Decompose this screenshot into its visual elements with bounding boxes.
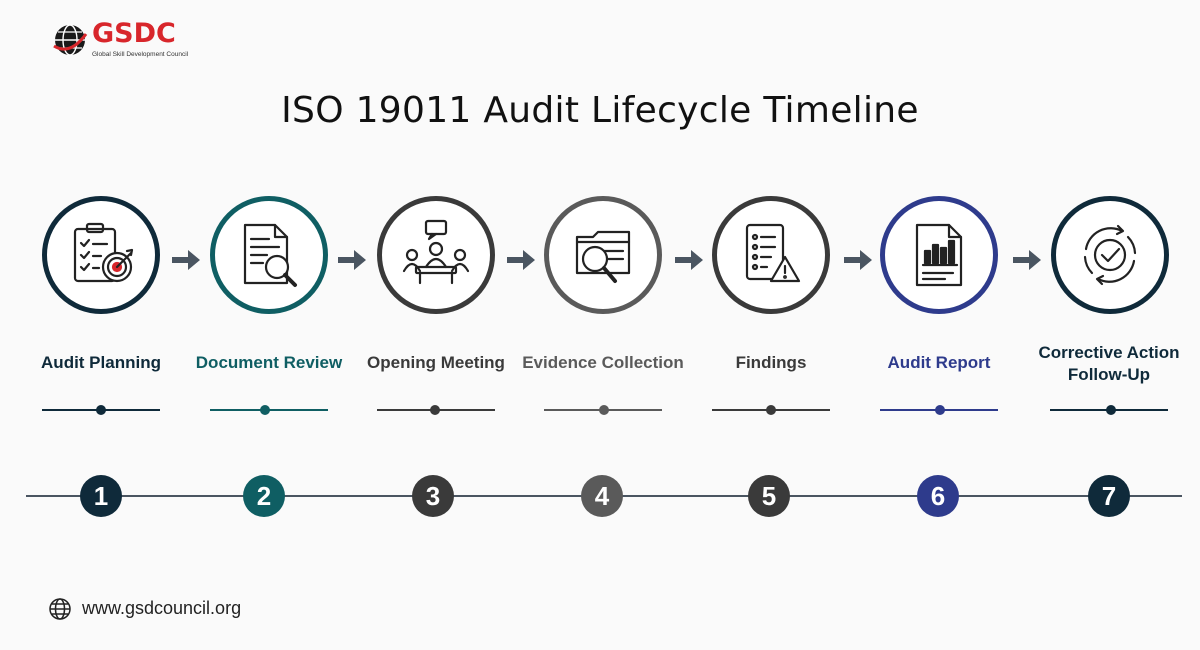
step-number: 7 (1088, 475, 1130, 517)
step-circle (544, 196, 662, 314)
step-number: 4 (581, 475, 623, 517)
brand-logo: GSDC Global Skill Development Council (52, 18, 192, 62)
website-link[interactable]: www.gsdcouncil.org (82, 598, 242, 618)
step-audit-report: Audit Report 6 (854, 0, 1024, 650)
globe-icon (53, 24, 88, 56)
document-magnifier-icon (243, 223, 297, 287)
step-evidence-collection: Evidence Collection 4 (518, 0, 688, 650)
report-chart-icon (915, 223, 963, 287)
clipboard-target-icon (73, 222, 134, 283)
step-dot (1106, 405, 1116, 415)
step-circle (880, 196, 998, 314)
step-dot (96, 405, 106, 415)
step-dot (599, 405, 609, 415)
step-circle (210, 196, 328, 314)
cycle-check-icon (1083, 224, 1137, 286)
step-dot (935, 405, 945, 415)
step-circle (377, 196, 495, 314)
step-number: 2 (243, 475, 285, 517)
arrow-right-icon (338, 250, 366, 270)
step-dot (260, 405, 270, 415)
step-circle (1051, 196, 1169, 314)
arrow-right-icon (507, 250, 535, 270)
globe-icon (49, 598, 71, 620)
step-dot (430, 405, 440, 415)
step-audit-planning: Audit Planning 1 (16, 0, 186, 650)
step-corrective-action: Corrective Action Follow-Up 7 (1024, 0, 1194, 650)
arrow-right-icon (844, 250, 872, 270)
logo-subtitle: Global Skill Development Council (92, 51, 189, 58)
meeting-icon (402, 219, 470, 285)
step-number: 1 (80, 475, 122, 517)
arrow-right-icon (675, 250, 703, 270)
step-circle (712, 196, 830, 314)
folder-search-icon (575, 230, 631, 283)
page-title: ISO 19011 Audit Lifecycle Timeline (281, 90, 919, 131)
step-label: Audit Report (887, 353, 991, 372)
step-circle (42, 196, 160, 314)
step-findings: Findings 5 (686, 0, 856, 650)
arrow-right-icon (172, 250, 200, 270)
step-number: 6 (917, 475, 959, 517)
step-document-review: Document Review 2 (184, 0, 354, 650)
step-number: 5 (748, 475, 790, 517)
step-label: Opening Meeting (367, 353, 505, 372)
step-label: Evidence Collection (522, 353, 684, 372)
step-opening-meeting: Opening Meeting 3 (351, 0, 521, 650)
step-label: Document Review (195, 353, 343, 372)
step-label: Findings (735, 353, 807, 372)
step-dot (766, 405, 776, 415)
step-label: Corrective Action Follow-Up (1038, 343, 1180, 384)
arrow-right-icon (1013, 250, 1041, 270)
step-number: 3 (412, 475, 454, 517)
step-label: Audit Planning (41, 353, 161, 372)
checklist-warning-icon (745, 223, 801, 283)
logo-text: GSDC (92, 18, 176, 49)
